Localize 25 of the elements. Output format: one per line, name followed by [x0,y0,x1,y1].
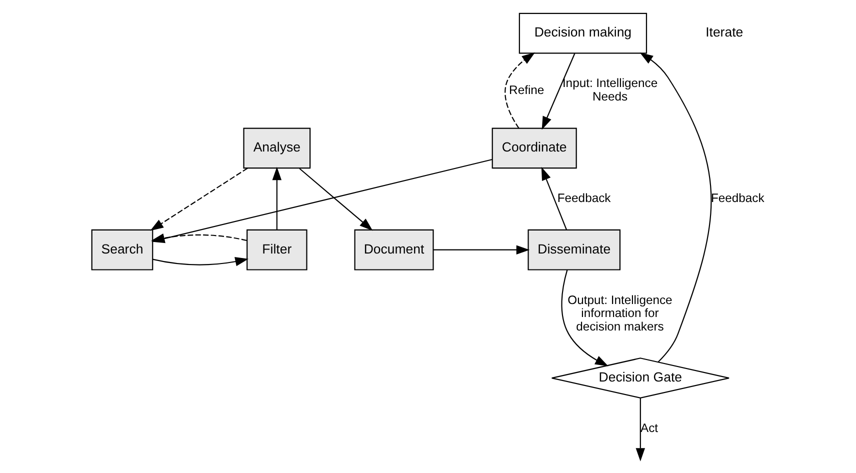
arrow [542,52,576,130]
arrow [541,166,567,230]
arrow [272,166,282,230]
edge-label: Input: Intelligence Needs [562,76,658,103]
edge-label: Feedback [557,190,611,205]
edge-label: Output: Intelligence information for decision makers [568,292,672,333]
node-box: Decision making [518,12,648,54]
label: Iterate [706,24,744,40]
arrow [636,398,646,461]
node-box: Filter [246,228,308,270]
node-box: Analyse [243,127,311,168]
edge-label: Feedback [710,190,764,205]
edge-label: Refine [509,82,544,96]
arrow [640,52,712,362]
arrow [561,269,608,366]
arrow [150,167,248,230]
node-diamond: Decision Gate [551,357,730,398]
arrow [152,256,248,266]
node-box: Disseminate [528,228,621,270]
node-box: Search [91,228,154,270]
arrow [299,168,373,230]
node-box: Coordinate [492,127,577,168]
node-box: Document [354,228,434,270]
arrow [504,52,536,128]
arrow [433,244,530,254]
